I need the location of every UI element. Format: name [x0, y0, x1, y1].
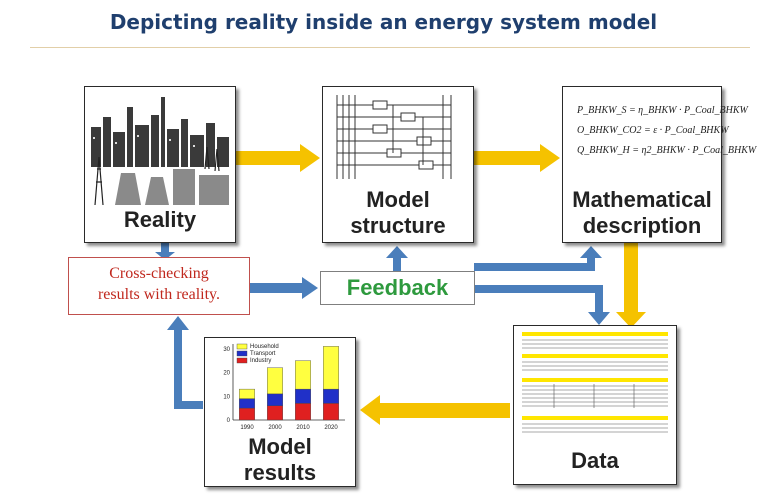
arrow-feedback-to-math — [474, 246, 602, 271]
legend-swatch — [236, 350, 248, 357]
bar-segment — [295, 388, 311, 404]
x-tick-label: 2000 — [268, 425, 282, 431]
math-label-line1: Mathematical — [572, 187, 712, 212]
arrow-results-to-crosscheck — [167, 316, 203, 409]
bar-segment — [239, 398, 255, 409]
cross-check-line2: results with reality. — [97, 286, 221, 303]
bar-segment — [267, 405, 283, 421]
bar-segment — [323, 346, 339, 390]
equation-1: P_BHKW_S = η_BHKW · P_Coal_BHKW — [576, 105, 750, 116]
model-results-label-line1: Model — [248, 434, 312, 459]
stacked-bar-chart: 0 10 20 30 1990 2000 2010 2020 HouseholdTranspor… — [223, 343, 345, 431]
data-box: Data — [513, 325, 677, 485]
y-tick-label: 30 — [223, 347, 230, 353]
equation-3: Q_BHKW_H = η2_BHKW · P_Coal_BHKW — [577, 145, 758, 156]
math-description-box: P_BHKW_S = η_BHKW · P_Coal_BHKW O_BHKW_C… — [562, 86, 758, 243]
model-results-label-line2: results — [243, 460, 317, 485]
equations-block: P_BHKW_S = η_BHKW · P_Coal_BHKW O_BHKW_C… — [576, 105, 758, 156]
data-label: Data — [571, 448, 619, 473]
bar-segment — [239, 388, 255, 399]
bar-segment — [267, 393, 283, 406]
arrow-reality-to-crosscheck — [155, 243, 175, 260]
cross-check-line1: Cross-checking — [109, 265, 209, 282]
legend-swatch — [236, 343, 248, 350]
bar-segment — [323, 403, 339, 421]
arrow-feedback-to-structure — [386, 246, 408, 271]
legend-label: Household — [250, 344, 279, 350]
arrow-data-to-results — [360, 395, 510, 425]
bar-segment — [323, 388, 339, 404]
arrow-structure-to-math — [474, 144, 560, 172]
y-tick-label: 10 — [223, 394, 230, 400]
industrial-skyline-illustration — [85, 87, 235, 207]
cross-check-box: Cross-checking results with reality. — [68, 257, 250, 315]
title-divider — [30, 47, 750, 48]
feedback-box: Feedback — [320, 271, 475, 305]
legend-label: Industry — [250, 358, 271, 364]
x-tick-label: 2020 — [324, 425, 338, 431]
x-tick-label: 2010 — [296, 425, 310, 431]
bar-segment — [295, 360, 311, 390]
bar-segment — [267, 367, 283, 395]
equation-2: O_BHKW_CO2 = ε · P_Coal_BHKW — [577, 125, 730, 136]
arrow-crosscheck-to-feedback — [250, 277, 318, 299]
page-title: Depicting reality inside an energy syste… — [109, 10, 658, 34]
reality-label: Reality — [123, 207, 197, 232]
bar-segment — [239, 407, 255, 421]
model-network-illustration — [336, 95, 452, 179]
legend-swatch — [236, 357, 248, 364]
y-tick-label: 20 — [223, 371, 230, 377]
data-tables-illustration — [522, 332, 668, 433]
arrow-math-to-data — [616, 243, 646, 328]
reality-box: Reality — [84, 86, 236, 243]
model-structure-label-line2: structure — [350, 213, 446, 238]
legend-label: Transport — [250, 351, 276, 357]
model-structure-label-line1: Model — [366, 187, 430, 212]
x-tick-label: 1990 — [240, 425, 254, 431]
model-structure-box: Model structure — [322, 86, 474, 243]
bar-segment — [295, 403, 311, 421]
arrow-feedback-to-data — [474, 285, 610, 325]
y-tick-label: 0 — [227, 418, 231, 424]
arrow-reality-to-structure — [236, 144, 320, 172]
math-label-line2: description — [582, 213, 702, 238]
